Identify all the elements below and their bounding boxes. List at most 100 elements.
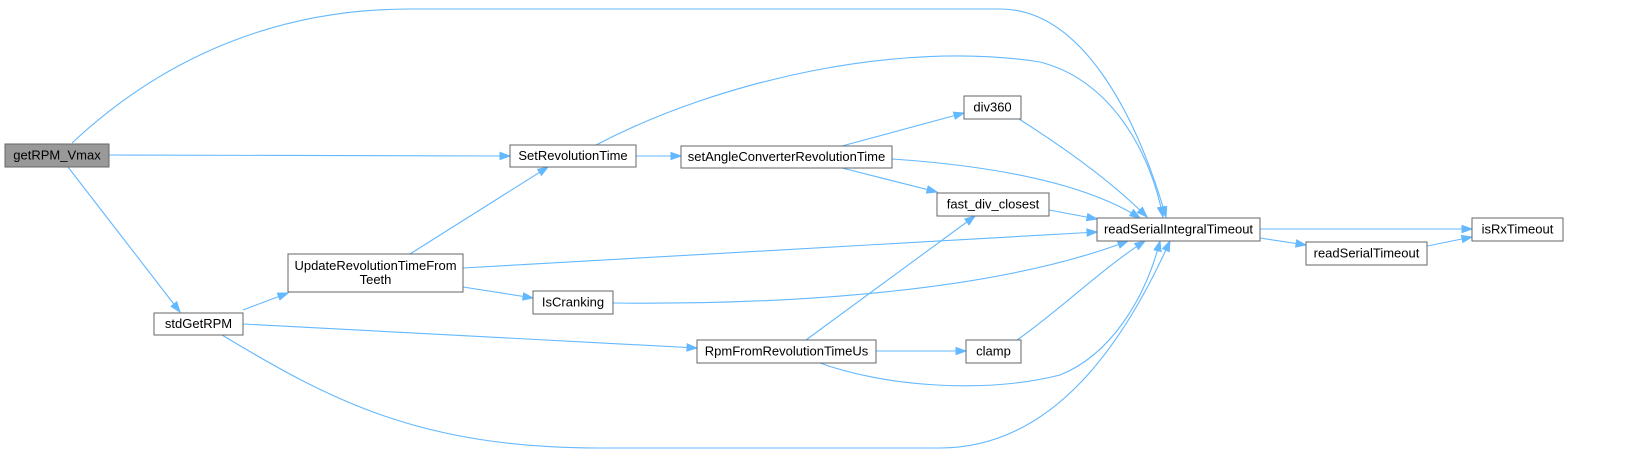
edge-line xyxy=(462,231,1098,269)
edge-is-cranking-to-read-serial-integral-timeout xyxy=(612,240,1130,304)
node-label: readSerialIntegralTimeout xyxy=(1104,222,1253,237)
edge-read-serial-integral-timeout-to-is-rx-timeout xyxy=(1260,224,1474,234)
node-box xyxy=(680,145,893,169)
edge-read-serial-timeout-to-is-rx-timeout xyxy=(1426,234,1474,247)
edge-line xyxy=(841,167,938,193)
edge-line xyxy=(462,286,534,299)
arrowhead-icon xyxy=(670,151,683,161)
arrowhead-icon xyxy=(1128,208,1142,219)
node-set-angle-converter-revolution-time[interactable]: setAngleConverterRevolutionTime xyxy=(680,145,893,169)
node-box xyxy=(1305,241,1428,266)
arrowhead-icon xyxy=(1161,239,1171,253)
arrowhead-icon xyxy=(955,346,968,356)
node-box xyxy=(532,290,614,315)
arrowhead-icon xyxy=(276,292,290,301)
edge-line xyxy=(108,154,511,157)
edge-line xyxy=(242,323,698,349)
edge-set-revolution-time-to-set-angle-converter-revolution-time xyxy=(636,151,683,161)
node-std-get-rpm[interactable]: stdGetRPM xyxy=(153,312,244,336)
node-label: RpmFromRevolutionTimeUs xyxy=(705,344,869,359)
edge-clamp-to-read-serial-integral-timeout xyxy=(1016,240,1147,341)
edge-line xyxy=(595,55,1164,218)
graph-nodes: getRPM_Vmax SetRevolutionTime stdGetRPM rea… xyxy=(4,95,1564,364)
edge-get-rpm-vmax-to-std-get-rpm xyxy=(67,166,181,314)
node-label: stdGetRPM xyxy=(165,316,232,331)
node-label: readSerialTimeout xyxy=(1314,246,1420,261)
edge-update-revolution-time-from-teeth-to-set-revolution-time xyxy=(409,166,550,255)
edge-update-revolution-time-from-teeth-to-is-cranking xyxy=(462,286,535,301)
node-label: isRxTimeout xyxy=(1482,222,1554,237)
node-label: UpdateRevolutionTimeFrom xyxy=(294,258,456,273)
node-label: setAngleConverterRevolutionTime xyxy=(688,149,886,164)
arrowhead-icon xyxy=(1085,212,1099,222)
arrowhead-icon xyxy=(536,166,550,177)
node-box xyxy=(963,95,1022,120)
node-get-rpm-vmax[interactable]: getRPM_Vmax xyxy=(4,143,110,168)
node-label: fast_div_closest xyxy=(947,197,1040,212)
node-box xyxy=(965,339,1022,364)
edge-get-rpm-vmax-to-set-revolution-time xyxy=(108,151,512,161)
node-box xyxy=(936,192,1050,217)
edge-line xyxy=(805,215,976,341)
node-is-cranking[interactable]: IsCranking xyxy=(532,290,614,315)
edge-set-angle-converter-revolution-time-to-read-serial-integral-timeout xyxy=(891,158,1142,219)
arrowhead-icon xyxy=(686,343,699,352)
arrowhead-icon xyxy=(521,292,535,301)
node-label: IsCranking xyxy=(542,295,604,310)
edge-std-get-rpm-to-rpm-from-revolution-time-us xyxy=(242,323,699,352)
arrowhead-icon xyxy=(499,151,512,161)
edge-set-revolution-time-to-read-serial-integral-timeout xyxy=(595,55,1166,219)
node-box xyxy=(4,143,110,168)
edge-div360-to-read-serial-integral-timeout xyxy=(1018,118,1149,219)
edge-line xyxy=(819,240,1161,387)
arrowhead-icon xyxy=(925,185,939,194)
edge-update-revolution-time-from-teeth-to-read-serial-integral-timeout xyxy=(462,228,1099,269)
edge-line xyxy=(71,8,1167,218)
node-label: SetRevolutionTime xyxy=(518,148,627,163)
node-fast-div-closest[interactable]: fast_div_closest xyxy=(936,192,1050,217)
node-read-serial-timeout[interactable]: readSerialTimeout xyxy=(1305,241,1428,266)
arrowhead-icon xyxy=(170,301,181,314)
edge-std-get-rpm-to-read-serial-integral-timeout xyxy=(221,239,1171,449)
node-rpm-from-revolution-time-us[interactable]: RpmFromRevolutionTimeUs xyxy=(696,339,877,364)
edge-line xyxy=(1016,240,1146,341)
node-box xyxy=(153,312,244,336)
node-box xyxy=(696,339,877,364)
node-clamp[interactable]: clamp xyxy=(965,339,1022,364)
node-label: div360 xyxy=(973,100,1011,115)
arrowhead-icon xyxy=(952,111,966,120)
node-label: Teeth xyxy=(360,272,392,287)
edge-set-angle-converter-revolution-time-to-div360 xyxy=(841,111,966,147)
edge-set-angle-converter-revolution-time-to-fast-div-closest xyxy=(841,167,939,194)
arrowhead-icon xyxy=(1086,228,1099,237)
arrowhead-icon xyxy=(1116,240,1130,249)
arrowhead-icon xyxy=(1156,205,1166,219)
arrowhead-icon xyxy=(1294,239,1308,248)
arrowhead-icon xyxy=(1153,239,1162,253)
node-is-rx-timeout[interactable]: isRxTimeout xyxy=(1471,217,1564,242)
node-div360[interactable]: div360 xyxy=(963,95,1022,120)
edge-rpm-from-revolution-time-us-to-clamp xyxy=(876,346,968,356)
node-label: clamp xyxy=(976,344,1011,359)
edge-line xyxy=(221,240,1171,449)
arrowhead-icon xyxy=(963,215,977,226)
graph-edges xyxy=(67,8,1474,449)
edge-read-serial-integral-timeout-to-read-serial-timeout xyxy=(1259,237,1308,248)
node-box xyxy=(509,144,637,168)
edge-rpm-from-revolution-time-us-to-read-serial-integral-timeout xyxy=(819,239,1162,387)
edge-line xyxy=(612,240,1129,304)
arrowhead-icon xyxy=(1461,224,1474,234)
node-read-serial-integral-timeout[interactable]: readSerialIntegralTimeout xyxy=(1096,217,1261,242)
edge-rpm-from-revolution-time-us-to-fast-div-closest xyxy=(805,215,977,341)
node-set-revolution-time[interactable]: SetRevolutionTime xyxy=(509,144,637,168)
arrowhead-icon xyxy=(1460,234,1474,244)
edge-fast-div-closest-to-read-serial-integral-timeout xyxy=(1048,209,1099,222)
node-box xyxy=(1096,217,1261,242)
edge-line xyxy=(1018,118,1148,218)
edge-line xyxy=(67,166,181,313)
edge-line xyxy=(409,166,549,255)
node-label: getRPM_Vmax xyxy=(13,148,101,163)
arrowhead-icon xyxy=(1133,240,1147,251)
